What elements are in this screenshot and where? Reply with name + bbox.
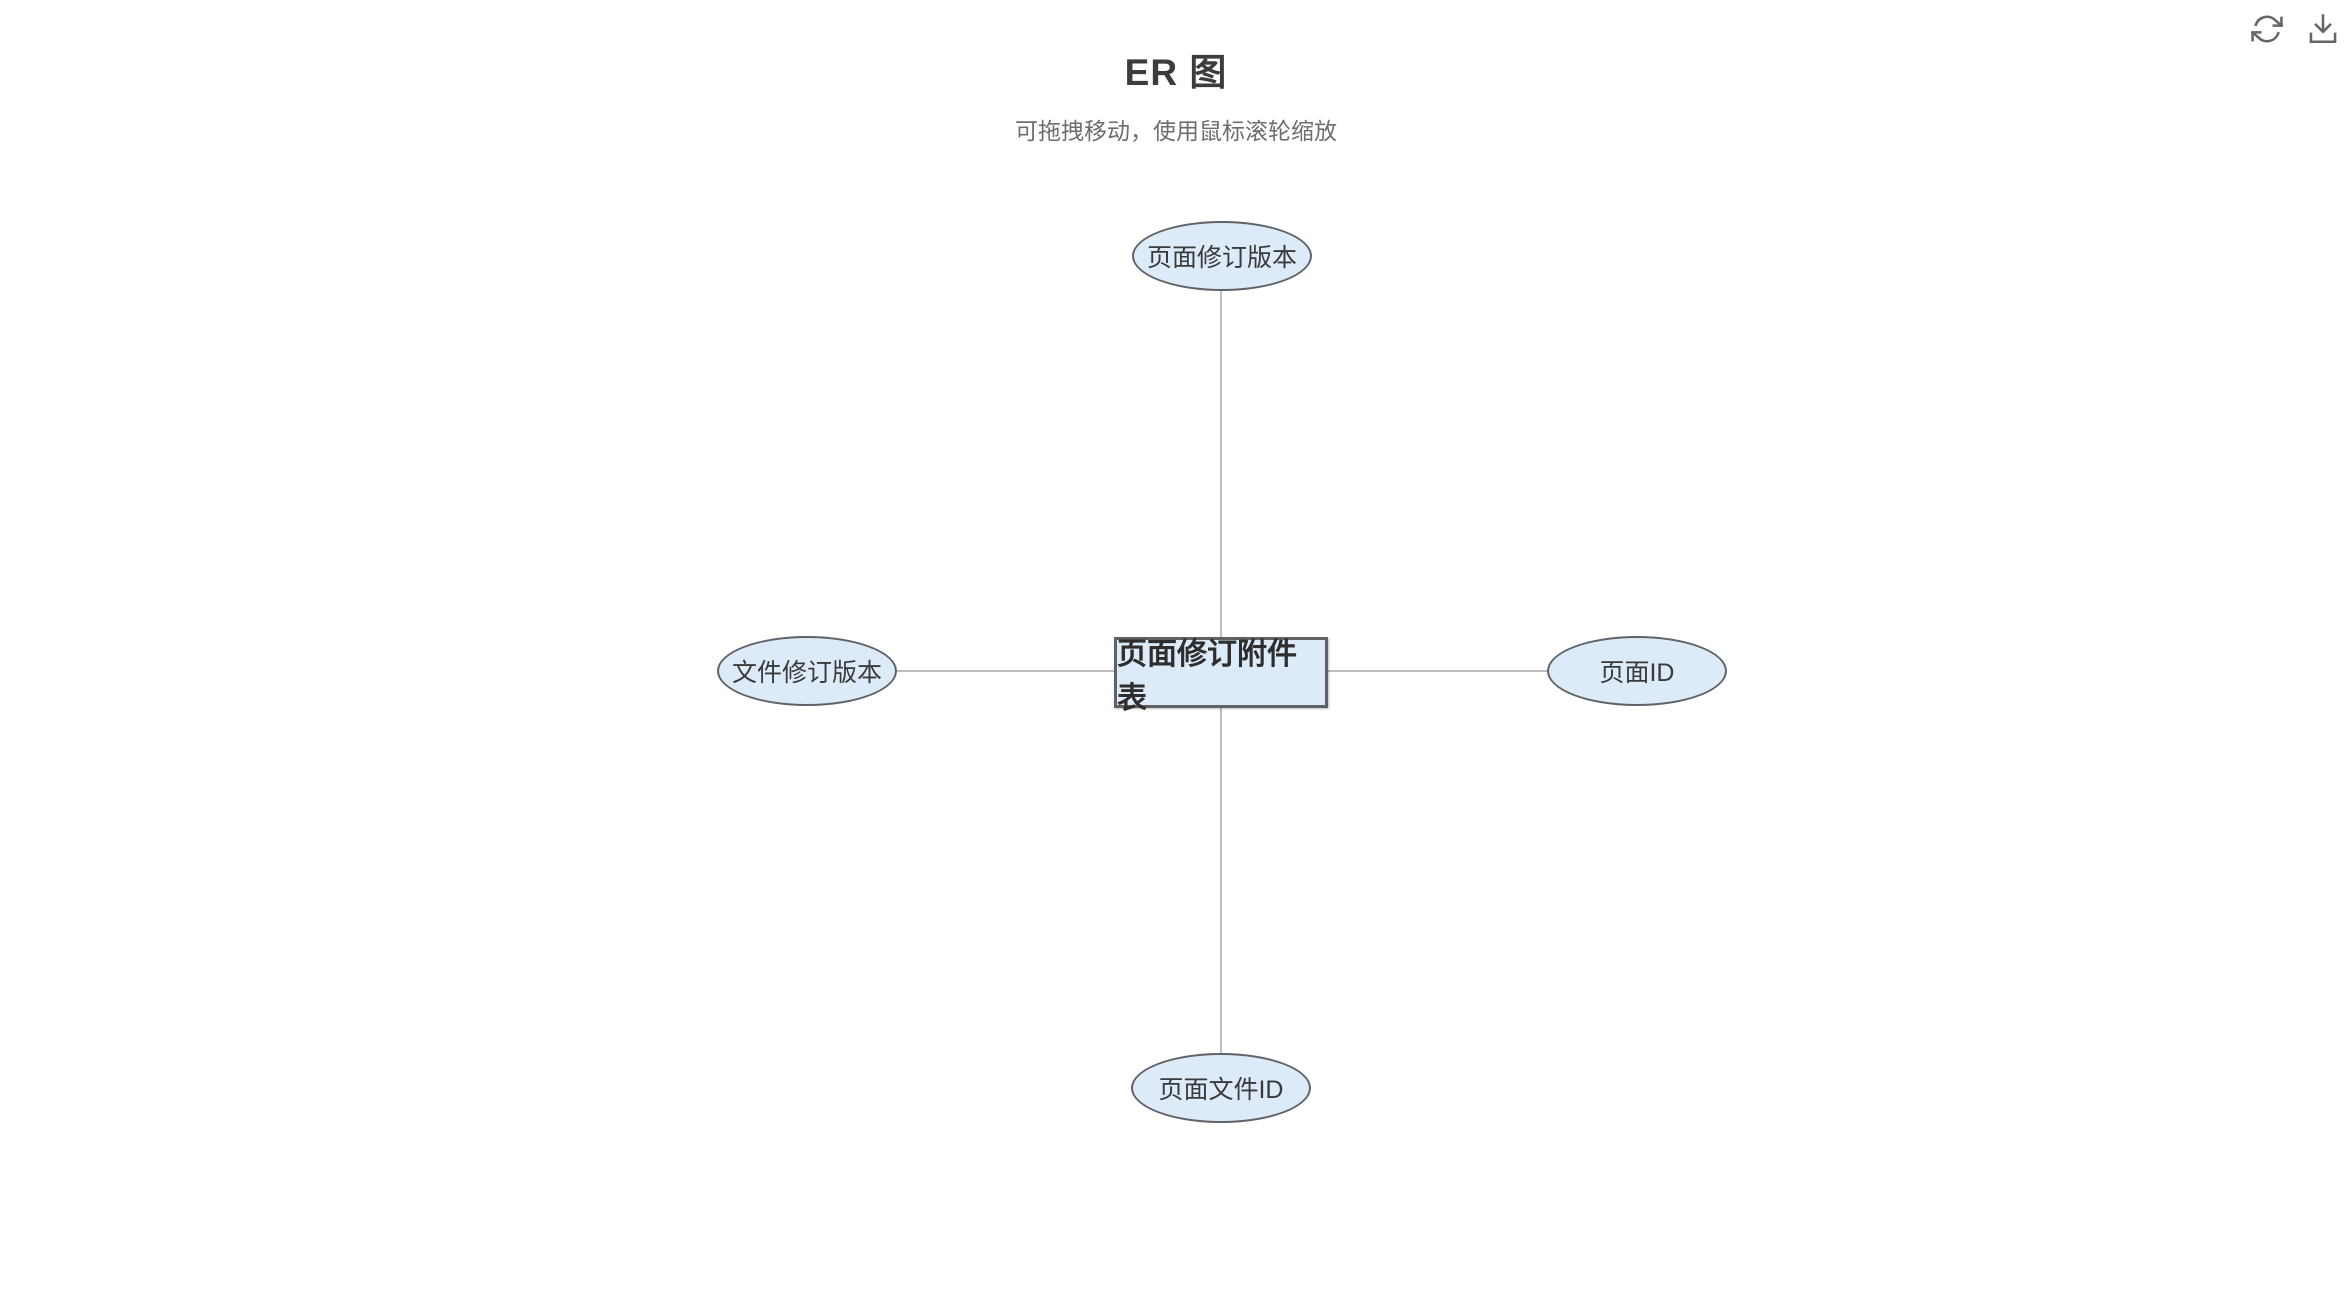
- connector-entity-to-bottom-attribute: [1220, 707, 1222, 1054]
- download-button[interactable]: [2305, 12, 2341, 48]
- toolbar: [2249, 12, 2341, 48]
- connector-entity-to-right-attribute: [1327, 670, 1548, 672]
- entity-node[interactable]: 页面修订附件表: [1114, 637, 1328, 715]
- connector-entity-to-top-attribute: [1220, 290, 1222, 638]
- download-icon: [2306, 12, 2340, 49]
- diagram-header: ER 图 可拖拽移动，使用鼠标滚轮缩放: [0, 0, 2352, 146]
- page-subtitle-hint: 可拖拽移动，使用鼠标滚轮缩放: [1015, 118, 1337, 144]
- attribute-node-top[interactable]: 页面修订版本: [1132, 221, 1312, 291]
- attribute-node-left[interactable]: 文件修订版本: [717, 636, 897, 706]
- attribute-node-bottom[interactable]: 页面文件ID: [1131, 1053, 1311, 1123]
- connector-entity-to-left-attribute: [896, 670, 1115, 672]
- page-title: ER 图: [1124, 52, 1228, 93]
- refresh-icon: [2250, 12, 2284, 49]
- attribute-node-right[interactable]: 页面ID: [1547, 636, 1727, 706]
- refresh-button[interactable]: [2249, 12, 2285, 48]
